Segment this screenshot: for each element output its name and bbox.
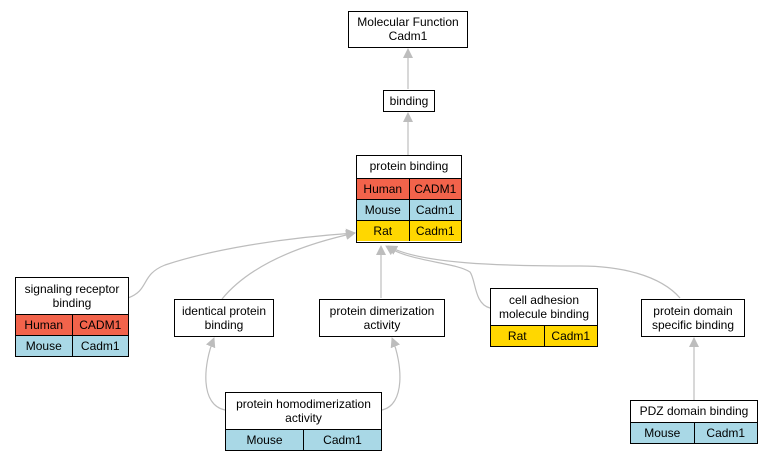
node-title-line: protein dimerization [329, 304, 435, 318]
species-table: Mouse Cadm1 [631, 422, 757, 443]
gene-symbol: Cadm1 [71, 335, 128, 356]
species-name: Rat [357, 220, 409, 241]
species-name: Mouse [631, 422, 694, 443]
node-title-line: protein homodimerization [236, 397, 371, 411]
edge-signaling-receptor-to-protein-binding [127, 228, 356, 299]
species-row-mouse: Mouse Cadm1 [16, 335, 128, 356]
node-title-line: Cadm1 [388, 29, 428, 43]
edge-homodimerization-to-identical-protein [205, 337, 226, 411]
edge-homodimerization-to-dimerization [381, 337, 401, 411]
node-protein-domain-specific-binding[interactable]: protein domain specific binding [641, 299, 745, 337]
species-table: Human CADM1 Mouse Cadm1 [16, 314, 128, 356]
node-signaling-receptor-binding[interactable]: signaling receptor binding Human CADM1 M… [15, 277, 129, 357]
species-table: Human CADM1 Mouse Cadm1 Rat Cadm1 [357, 178, 461, 241]
node-molecular-function[interactable]: Molecular Function Cadm1 [348, 11, 468, 48]
node-title-line: identical protein [181, 304, 267, 318]
gene-symbol: CADM1 [71, 314, 128, 336]
gene-symbol: Cadm1 [303, 429, 381, 450]
node-title-line: PDZ domain binding [639, 404, 749, 418]
node-title-line: binding [389, 94, 429, 108]
node-title-line: signaling receptor [24, 282, 120, 296]
species-name: Rat [491, 325, 544, 346]
species-table: Rat Cadm1 [491, 325, 597, 346]
gene-symbol: Cadm1 [693, 422, 757, 443]
node-title-line: binding [52, 296, 92, 310]
node-title-line: Molecular Function [357, 15, 459, 29]
gene-symbol: Cadm1 [543, 325, 597, 346]
species-name: Mouse [226, 429, 304, 450]
gene-symbol: CADM1 [408, 178, 461, 200]
node-binding[interactable]: binding [383, 90, 435, 112]
species-name: Mouse [357, 199, 409, 221]
species-row-mouse: Mouse Cadm1 [226, 429, 381, 450]
species-name: Mouse [16, 335, 72, 356]
node-title-line: binding [204, 318, 244, 332]
node-title-line: protein domain [653, 304, 733, 318]
node-title-line: molecule binding [498, 307, 590, 321]
species-name: Human [16, 314, 72, 336]
node-title-line: cell adhesion [508, 293, 580, 307]
node-identical-protein-binding[interactable]: identical protein binding [174, 299, 274, 337]
node-protein-dimerization-activity[interactable]: protein dimerization activity [319, 299, 445, 337]
node-title-line: activity [363, 318, 401, 332]
species-row-rat: Rat Cadm1 [357, 220, 461, 241]
species-row-mouse: Mouse Cadm1 [357, 199, 461, 221]
species-row-rat: Rat Cadm1 [491, 325, 597, 346]
node-protein-binding[interactable]: protein binding Human CADM1 Mouse Cadm1 … [356, 155, 462, 243]
gene-symbol: Cadm1 [408, 220, 461, 241]
species-row-human: Human CADM1 [357, 178, 461, 200]
node-protein-homodimerization-activity[interactable]: protein homodimerization activity Mouse … [225, 392, 382, 451]
node-title-line: protein binding [369, 159, 449, 173]
edge-identical-protein-to-protein-binding [221, 230, 356, 300]
species-name: Human [357, 178, 409, 200]
species-row-mouse: Mouse Cadm1 [631, 422, 757, 443]
gene-symbol: Cadm1 [408, 199, 461, 221]
species-row-human: Human CADM1 [16, 314, 128, 336]
node-title-line: activity [285, 411, 322, 425]
edge-domain-specific-to-protein-binding [387, 245, 681, 299]
node-pdz-domain-binding[interactable]: PDZ domain binding Mouse Cadm1 [630, 400, 758, 444]
edge-cell-adhesion-to-protein-binding [385, 245, 491, 309]
species-table: Mouse Cadm1 [226, 429, 381, 450]
node-cell-adhesion-molecule-binding[interactable]: cell adhesion molecule binding Rat Cadm1 [490, 288, 598, 347]
node-title-line: specific binding [651, 318, 735, 332]
